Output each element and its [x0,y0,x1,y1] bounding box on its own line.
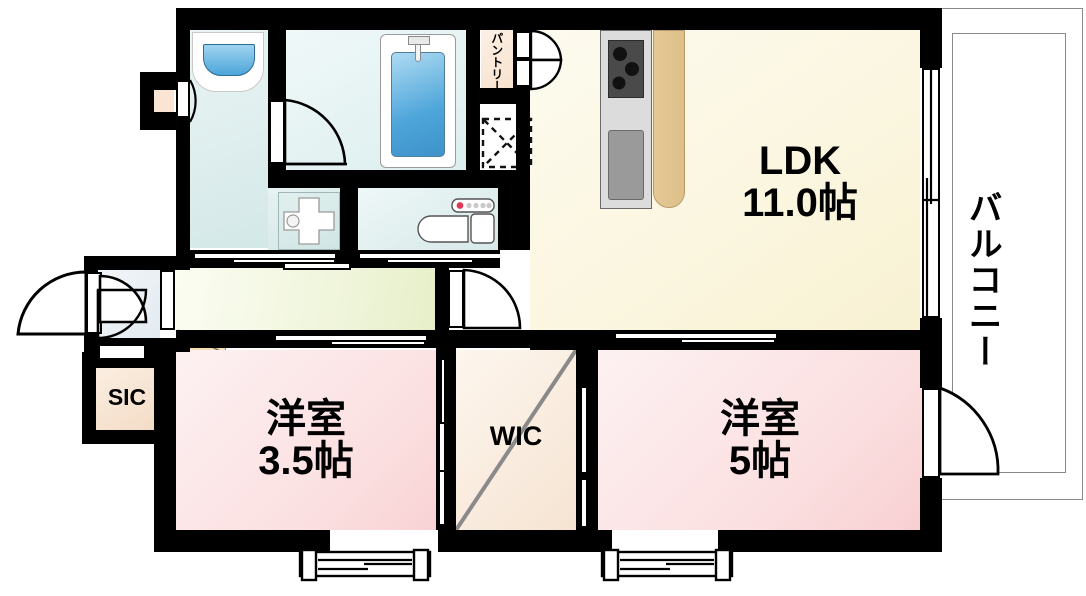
wall-bedr-top [576,330,598,350]
ldk-door-leaf[interactable] [448,270,464,328]
window-bedroom-right[interactable] [600,548,734,584]
bedroom-right-label: 洋室 5帖 [720,397,800,483]
wall-toilet-top [466,170,530,188]
kitchen-sink-icon [608,130,644,200]
sliding-door-wic-bedroom-right-2[interactable] [580,478,588,528]
washing-machine-cross [283,197,335,245]
sliding-door-toilet-corridor-2[interactable] [386,258,474,264]
washroom-door-leaf[interactable] [176,80,190,118]
sic-door-swing [96,288,148,340]
wall-entrance-nook-left [140,72,154,130]
ldk-label: LDK 11.0帖 [742,139,858,225]
wall-sic-bottom [82,430,176,444]
window-bedroom-left[interactable] [298,548,432,584]
wall-right-ldk-lower [920,318,942,350]
sliding-door-bedroom-left-wic-2[interactable] [440,358,446,424]
corridor-wall-band-left [283,262,351,270]
sliding-door-bedroom-left-wic-3[interactable] [438,470,446,526]
wall-bottom [154,530,942,552]
wall-right-bed-lower [920,478,942,530]
sliding-door-corridor-bedroom-left-2[interactable] [330,340,426,346]
balcony-label: バルコニー [963,190,1002,370]
gas-stove-burners [612,47,639,90]
kitchen-counter-icon [653,30,685,208]
shoe-box-icon [152,88,174,114]
room-ldk [530,28,920,338]
wall-top [176,8,942,30]
sliding-door-ldk-bedroom-right-2[interactable] [680,338,776,344]
pantry-door-swing [529,29,563,91]
room-bedroom-right [598,350,928,530]
wall-sic-left [82,352,96,444]
toilet-icon [417,198,495,244]
pantry-door-leaf-lower[interactable] [515,59,531,87]
room-pantry [481,30,513,88]
bedroom-left-label: 洋室 3.5帖 [258,397,354,483]
pantry-door-leaf-upper[interactable] [515,31,531,59]
room-corridor [175,268,435,330]
wall-bath-right [466,30,480,170]
wall-ldk-left-upper [516,88,530,172]
pantry-label: パントリー [489,32,504,92]
genkan-inner-door-swing [98,274,148,324]
wall-right-bed [920,350,942,388]
sliding-door-bedroom-left-wic[interactable] [438,388,446,470]
window-bedroom-left-frame [330,530,438,552]
balcony-door-bedroom-right-leaf[interactable] [922,388,940,478]
entrance-door-swing [16,270,88,336]
balcony-inner-outline [952,33,1066,473]
vanity-basin [203,44,255,76]
bathtub-spout [415,44,421,62]
room-sic [96,368,158,430]
wall-washer-toilet [340,188,358,250]
wall-sic-right [158,352,176,444]
wall-entrance-top [84,256,190,270]
bathroom-door-swing [283,98,347,166]
sic-label: SIC [107,384,147,410]
bathtub-water [391,52,445,157]
balcony-door-bedroom-right-swing [938,386,1000,476]
wall-corridor-bottom-right [435,330,533,348]
sic-door-leaf[interactable] [98,344,146,360]
wall-bath-bottom [268,170,466,188]
bathroom-door-leaf[interactable] [269,100,285,164]
wall-left-washroom [176,8,190,80]
wic-label: WIC [489,421,543,451]
ldk-door-swing [462,268,522,330]
room-bedroom-left [176,350,436,530]
genkan-inner-door-leaf[interactable] [160,270,175,330]
wall-corridor-right [435,268,449,330]
window-bedroom-right-frame [612,530,718,552]
wic-diagonal [454,348,578,532]
sliding-door-wic-bedroom-right[interactable] [580,388,588,472]
wall-toilet-right [498,188,530,250]
washroom-door-swing [189,79,197,123]
wall-right-upper [920,8,942,68]
balcony-sliding-door-ldk-lines [922,68,940,318]
wall-left-washroom-b [176,118,190,268]
